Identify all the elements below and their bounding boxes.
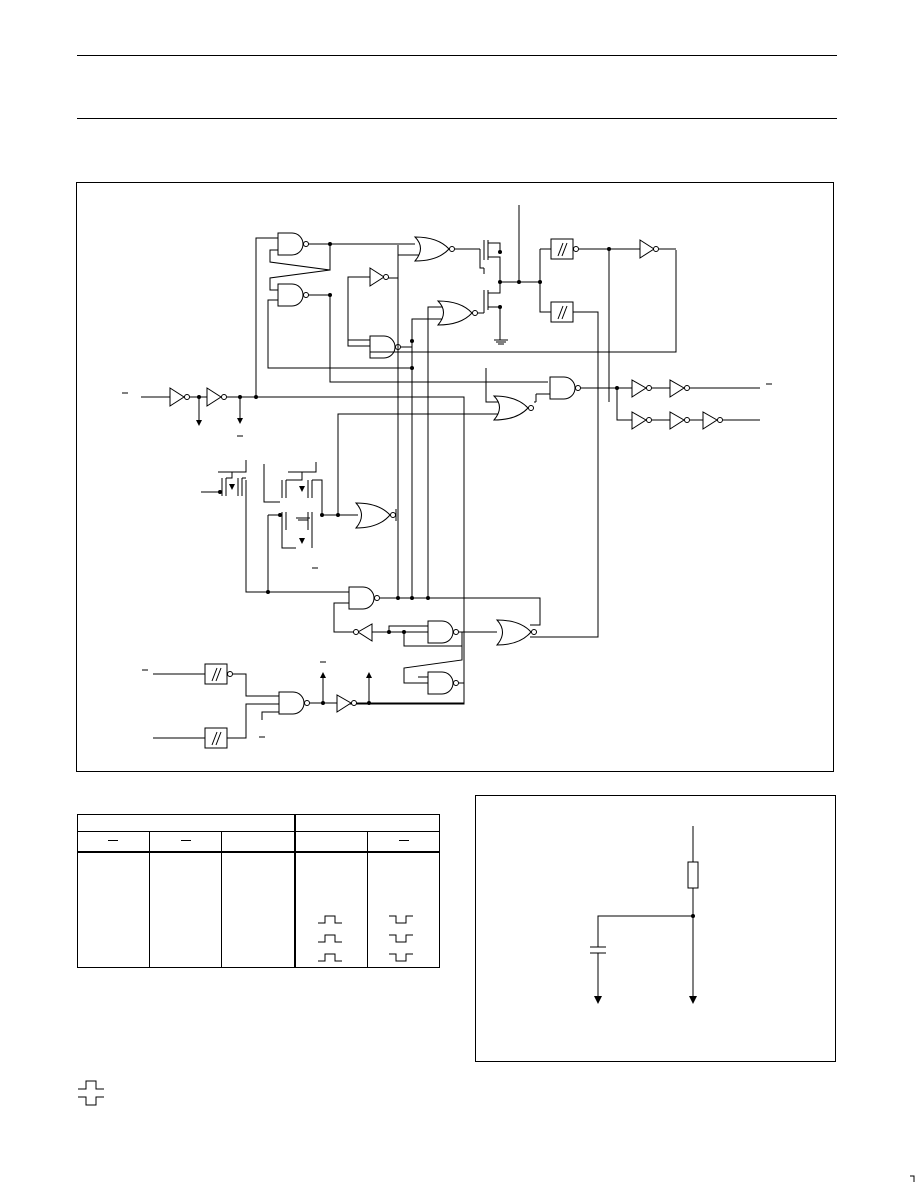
- inverter-c: [369, 267, 389, 287]
- nor-gate-l: [495, 619, 537, 646]
- column-5-overbar: [399, 840, 409, 841]
- table-border-right: [439, 814, 440, 968]
- table-col-divider-1: [149, 831, 150, 968]
- pulse-symbols: [318, 915, 413, 962]
- table-col-divider-3: [294, 814, 296, 968]
- schmitt-trigger-1: [550, 238, 579, 260]
- schmitt-trigger-2: [550, 301, 574, 323]
- column-2-overbar: [181, 840, 191, 841]
- reset-circuit-frame: [475, 795, 836, 1062]
- nand-gate-a: [277, 232, 309, 256]
- output-buffer-2: [631, 411, 760, 430]
- positive-pulse-icon: [318, 953, 342, 962]
- and-gate-f: [549, 376, 581, 400]
- nand-gate-k: [427, 671, 459, 695]
- nor-gate-g: [492, 395, 534, 421]
- nand-gate-i: [348, 586, 380, 610]
- inverter-top-right: [639, 239, 659, 259]
- logic-diagram-frame: [76, 182, 834, 772]
- nor-gate-h: [354, 502, 396, 529]
- header-rule-top: [77, 55, 837, 56]
- nor-gate-d: [436, 300, 478, 326]
- table-border-top: [77, 814, 440, 815]
- schmitt-trigger-3: [204, 663, 233, 685]
- column-1-overbar: [108, 840, 118, 841]
- negative-pulse-icon: [389, 953, 413, 962]
- table-border-bottom: [77, 967, 440, 968]
- inverter-left: [353, 623, 373, 642]
- input-buffer-chain: [122, 387, 465, 705]
- nand-gate-m: [278, 691, 310, 715]
- nand-gate-b: [277, 283, 309, 307]
- nand-gate-e: [369, 335, 401, 359]
- negative-pulse-icon: [389, 934, 413, 943]
- function-table: [77, 814, 440, 968]
- table-header-divider: [77, 851, 440, 853]
- positive-pulse-icon: [318, 915, 342, 924]
- output-buffer-1: [631, 379, 760, 398]
- inverter-bottom: [336, 694, 357, 713]
- positive-pulse-icon: [318, 934, 342, 943]
- nand-gate-j: [427, 620, 459, 644]
- schmitt-trigger-4: [204, 727, 228, 749]
- negative-pulse-icon: [389, 915, 413, 924]
- table-border-left: [77, 814, 78, 968]
- table-group-divider: [77, 831, 440, 832]
- mos-stack-top: [479, 205, 540, 345]
- table-col-divider-2: [221, 831, 222, 968]
- table-col-divider-4: [367, 831, 368, 968]
- nor-gate-c: [413, 236, 455, 262]
- mos-network-middle: [201, 460, 358, 594]
- header-rule-bottom: [77, 118, 837, 119]
